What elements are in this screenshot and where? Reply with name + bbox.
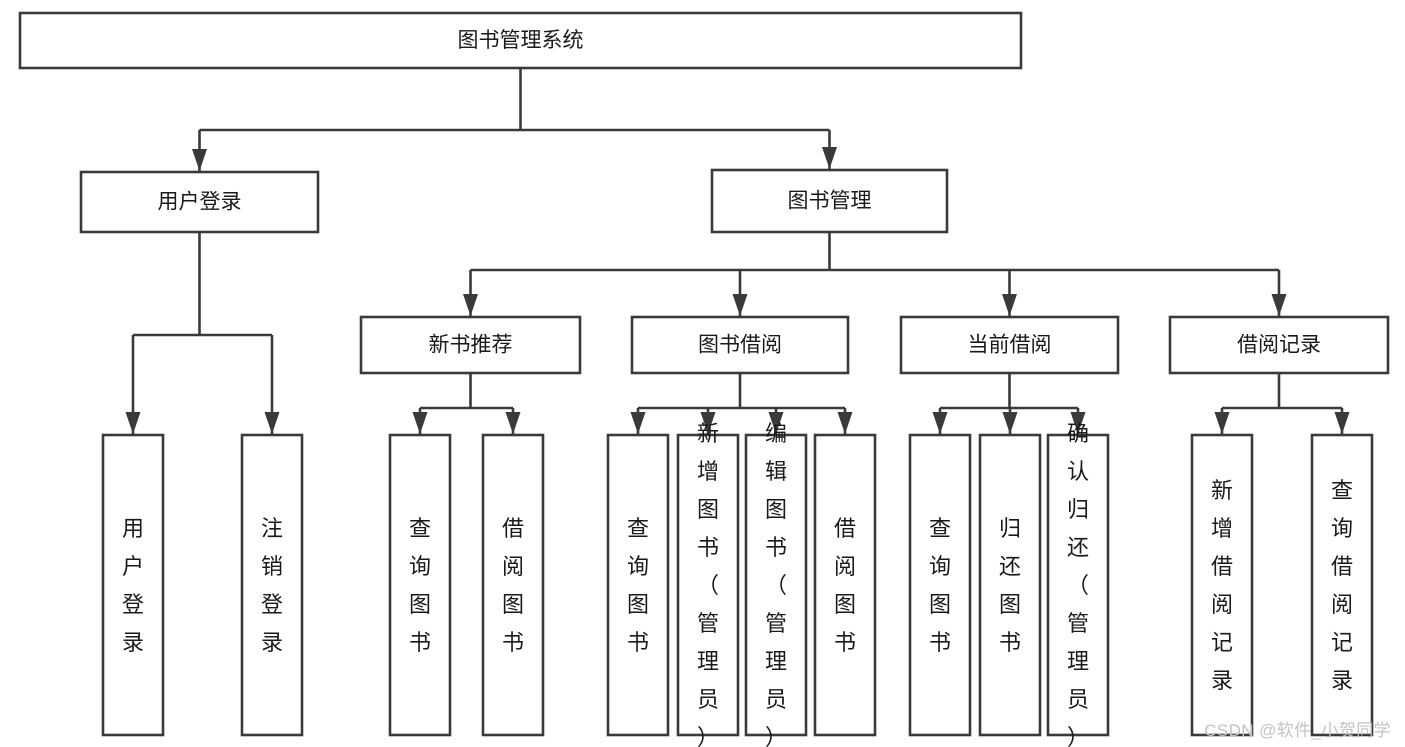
node-level3-0[interactable]: 新书推荐: [359, 315, 582, 375]
node-leaf-10-label: 确认归还（管理员）: [1067, 421, 1089, 747]
node-leaf-12-label: 查询借阅记录: [1331, 478, 1353, 693]
node-level3-1[interactable]: 图书借阅: [630, 315, 850, 375]
node-leaf-4[interactable]: 查询图书: [606, 433, 670, 737]
node-leaf-5-label: 新增图书（管理员）: [697, 421, 719, 747]
node-level2-1[interactable]: 图书管理: [710, 168, 949, 234]
node-level3-0-label: 新书推荐: [429, 334, 513, 357]
node-leaf-5[interactable]: 新增图书（管理员）: [676, 421, 740, 747]
node-leaf-3[interactable]: 借阅图书: [481, 433, 545, 737]
node-leaf-7-label: 借阅图书: [834, 516, 856, 655]
node-leaf-2-label: 查询图书: [409, 516, 431, 655]
node-root[interactable]: 图书管理系统: [18, 11, 1023, 70]
node-level2-1-label: 图书管理: [788, 190, 872, 213]
node-leaf-1[interactable]: 注销登录: [240, 433, 304, 737]
node-leaf-9-label: 归还图书: [999, 516, 1021, 655]
node-leaf-0-label: 用户登录: [122, 516, 144, 655]
node-leaf-7[interactable]: 借阅图书: [813, 433, 877, 737]
node-leaf-9[interactable]: 归还图书: [978, 433, 1042, 737]
node-level3-2[interactable]: 当前借阅: [899, 315, 1120, 375]
node-leaf-1-label: 注销登录: [261, 516, 283, 655]
node-level3-3-label: 借阅记录: [1237, 334, 1321, 357]
node-leaf-0[interactable]: 用户登录: [101, 433, 165, 737]
node-level3-1-label: 图书借阅: [698, 334, 782, 357]
node-leaf-6-label: 编辑图书（管理员）: [765, 421, 787, 747]
node-leaf-12[interactable]: 查询借阅记录: [1310, 433, 1374, 737]
node-leaf-8[interactable]: 查询图书: [908, 433, 972, 737]
node-root-label: 图书管理系统: [458, 29, 584, 52]
node-level3-3[interactable]: 借阅记录: [1168, 315, 1390, 375]
node-level2-0-label: 用户登录: [158, 191, 242, 214]
node-leaf-11[interactable]: 新增借阅记录: [1190, 433, 1254, 737]
node-leaf-4-label: 查询图书: [627, 516, 649, 655]
node-leaf-2[interactable]: 查询图书: [388, 433, 452, 737]
node-level2-0[interactable]: 用户登录: [79, 170, 320, 234]
node-leaf-3-label: 借阅图书: [502, 516, 524, 655]
node-leaf-6[interactable]: 编辑图书（管理员）: [744, 421, 808, 747]
node-leaf-8-label: 查询图书: [929, 516, 951, 655]
node-leaf-11-label: 新增借阅记录: [1211, 478, 1233, 693]
node-leaf-10[interactable]: 确认归还（管理员）: [1046, 421, 1110, 747]
node-level3-2-label: 当前借阅: [968, 334, 1052, 357]
